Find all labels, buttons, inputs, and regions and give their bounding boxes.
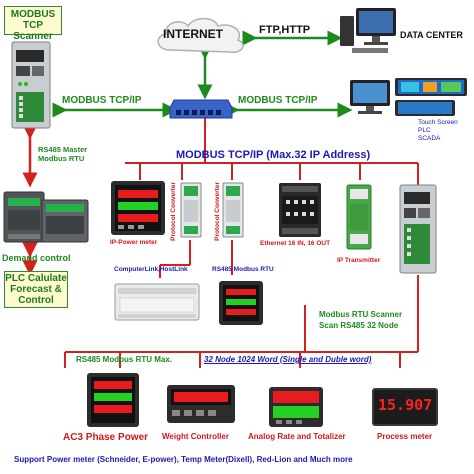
weight-controller-label: Weight Controller xyxy=(162,432,229,441)
ac3-phase-power-label: AC3 Phase Power xyxy=(63,432,149,443)
rs485-power-meter-icon xyxy=(219,281,263,325)
modbus-tcp-left-label: MODBUS TCP/IP xyxy=(62,95,142,106)
ac3-phase-power-meter-icon xyxy=(87,373,139,427)
ip-power-meter-label: IP-Power meter xyxy=(110,239,158,246)
touch-screen-line-3: SCADA xyxy=(418,135,441,142)
ip-transmitter-label: IP Transmitter xyxy=(337,257,381,264)
plc-box-line-2: Forecast & xyxy=(10,284,62,295)
ip-transmitter-icon xyxy=(346,184,372,250)
ethernet-io-icon xyxy=(279,183,321,237)
protocol-converter-label-2: Protocol Converter xyxy=(214,182,221,241)
rtu-scanner-module-icon xyxy=(399,184,437,274)
touch-screen-icon xyxy=(395,78,467,116)
computer-icon xyxy=(340,8,396,53)
process-meter-value: 15.907 xyxy=(378,396,433,414)
modbus-tcp-right-label: MODBUS TCP/IP xyxy=(238,95,318,106)
modbus-tcp-scanner-box: MODBUS TCP Scanner xyxy=(4,6,62,42)
plc-box-line-3: Control xyxy=(18,295,54,306)
demand-control-label: Demand control xyxy=(2,253,71,263)
data-center-label: DATA CENTER xyxy=(400,30,463,40)
ftp-http-label: FTP,HTTP xyxy=(259,24,311,36)
plc-controllers-icon xyxy=(3,191,89,243)
plc-calculate-box: PLC Calulate Forecast & Control xyxy=(4,271,68,308)
scanner-box-line-1: MODBUS TCP xyxy=(10,9,56,31)
rtu-scanner-line-1: Modbus RTU Scanner xyxy=(319,310,403,319)
internet-cloud-icon xyxy=(157,17,244,53)
ip-power-meter-icon xyxy=(111,181,165,235)
protocol-converter-1-icon xyxy=(180,182,202,238)
analog-totalizer-icon xyxy=(269,387,323,427)
weight-controller-icon xyxy=(167,385,235,423)
process-meter-label: Process meter xyxy=(377,432,433,441)
scanner-module-icon xyxy=(11,41,51,129)
protocol-converter-2-icon xyxy=(222,182,244,238)
scada-pc-icon xyxy=(350,80,390,114)
ethernet-io-label: Ethernet 16 IN, 16 OUT xyxy=(260,240,331,247)
scanner-box-line-2: Scanner xyxy=(13,31,53,42)
footer-support-text: Support Power meter (Schneider, E-power)… xyxy=(14,455,353,464)
analog-totalizer-label: Analog Rate and Totalizer xyxy=(248,432,346,441)
computerlink-plc-icon xyxy=(114,283,200,321)
protocol-converter-label-1: Protocol Converter xyxy=(170,182,177,241)
rtu-bus-label: RS485 Modbus RTU Max. xyxy=(76,355,173,364)
network-switch-icon xyxy=(169,99,233,119)
rtu-bus-detail: 32 Node 1024 Word (Single and Duble word… xyxy=(204,355,372,364)
touch-screen-line-1: Touch Screen xyxy=(418,119,458,126)
rs485-master-line-2: Modbus RTU xyxy=(38,154,85,163)
touch-screen-line-2: PLC xyxy=(418,127,431,134)
plc-box-line-1: PLC Calulate xyxy=(5,273,67,284)
rs485-master-line-1: RS485 Master xyxy=(38,145,88,154)
rtu-scanner-line-2: Scan RS485 32 Node xyxy=(319,321,399,330)
rs485-modbus-rtu-label: RS485 Modbus RTU xyxy=(212,266,274,273)
main-bus-label: MODBUS TCP/IP (Max.32 IP Address) xyxy=(176,149,371,161)
computerlink-label: ComputerLink,HostLink xyxy=(114,266,188,273)
process-meter-display: 15.907 xyxy=(372,388,438,426)
internet-label: INTERNET xyxy=(163,27,223,41)
